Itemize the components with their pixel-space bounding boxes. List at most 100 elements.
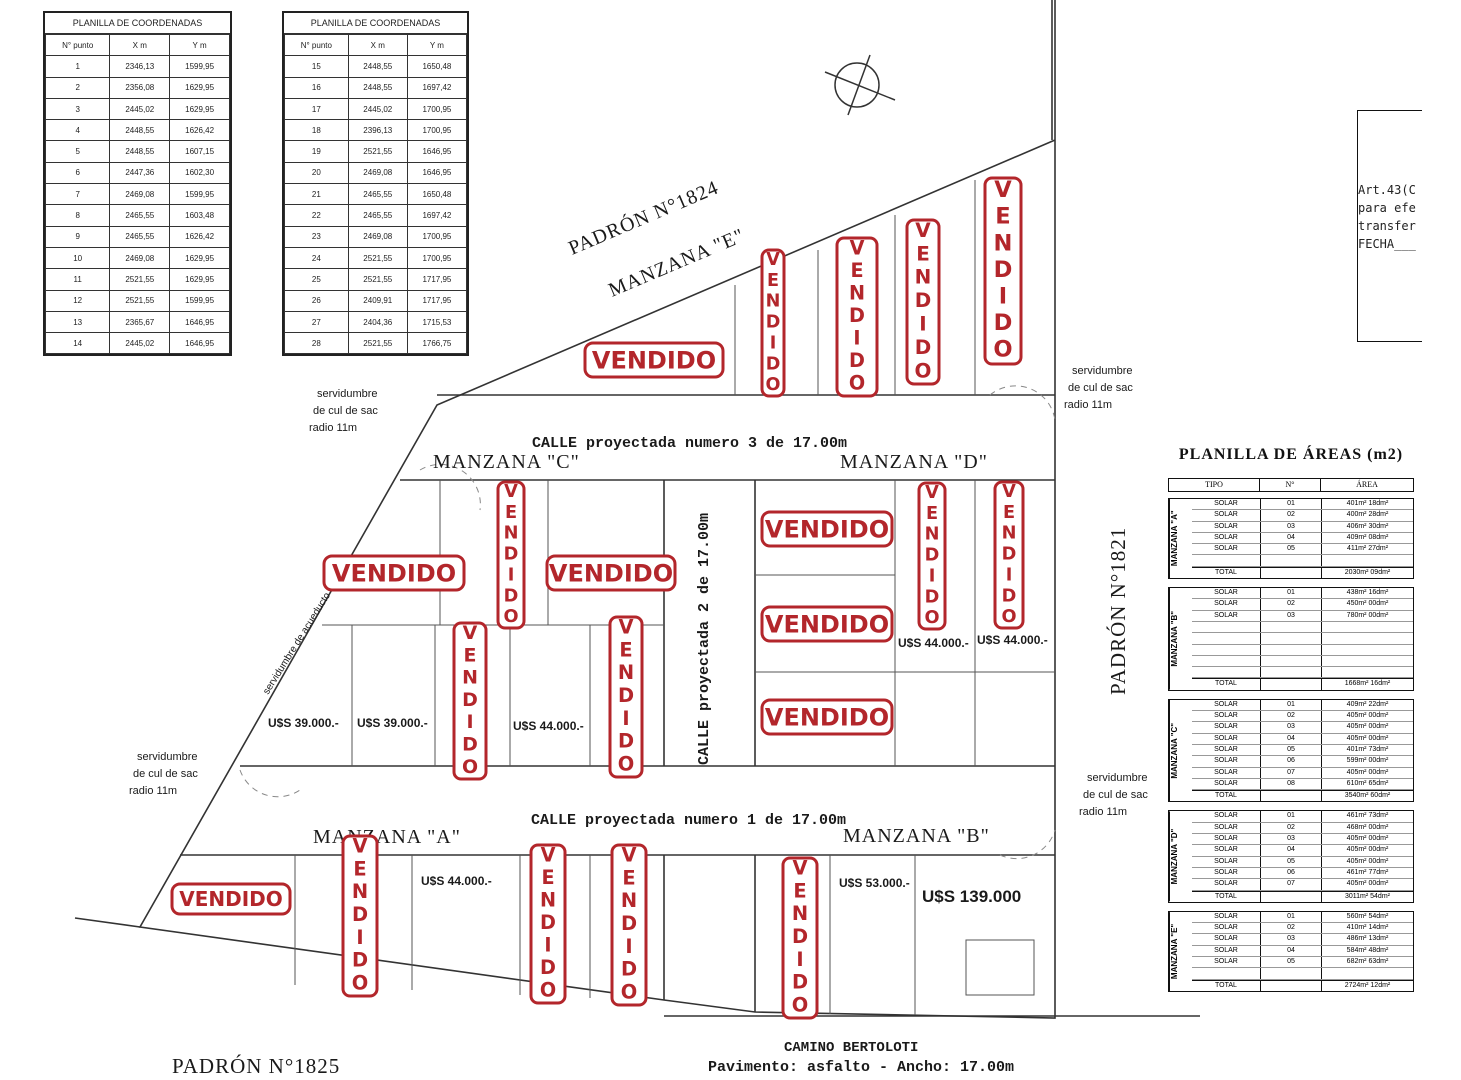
table-cell: 405m² 00dm² <box>1346 734 1389 742</box>
price-label: U$S 39.000.- <box>268 716 339 730</box>
table-cell: SOLAR <box>1192 911 1261 923</box>
price-label: U$S 44.000.- <box>898 636 969 650</box>
sold-stamp-letter: D <box>462 733 478 755</box>
total-label: TOTAL <box>1192 567 1261 579</box>
table-row <box>1192 555 1413 567</box>
sold-stamp-letter: V <box>925 483 939 503</box>
servidumbre-note: radio 11m <box>1079 806 1127 818</box>
sold-stamp-letter: I <box>544 934 551 957</box>
table-cell: 05 <box>1261 856 1322 867</box>
table-cell: 410m² 14dm² <box>1346 924 1389 932</box>
sold-stamp: VENDIDO <box>760 698 894 736</box>
table-cell: 04 <box>1261 945 1322 956</box>
table-cell: 1603,48 <box>169 204 230 227</box>
table-cell: SOLAR <box>1192 767 1261 778</box>
sold-stamp-letter: D <box>849 304 865 327</box>
table-cell: 02 <box>1261 711 1322 722</box>
sold-stamp-letter: N <box>621 889 637 912</box>
servidumbre-note: servidumbre <box>1072 365 1133 377</box>
table-cell: SOLAR <box>1192 856 1261 867</box>
sold-stamp-letter: E <box>926 504 938 524</box>
sold-stamp-letter: O <box>352 972 369 995</box>
sold-stamp-letter: O <box>792 994 809 1017</box>
sold-stamp-letter: N <box>792 902 808 925</box>
sold-stamp-letter: E <box>622 866 635 889</box>
table-cell: SOLAR <box>1192 699 1261 711</box>
table-row <box>1192 968 1413 980</box>
table-cell: 411m² 27dm² <box>1346 545 1389 553</box>
article-line: FECHA___ <box>1358 237 1416 251</box>
sold-stamp-letter: E <box>1003 503 1015 523</box>
sold-stamp: VENDIDO <box>983 176 1023 366</box>
table-cell: 405m² 00dm² <box>1346 880 1389 888</box>
sold-stamp-letter: N <box>925 525 940 545</box>
table-cell: 409m² 22dm² <box>1346 700 1389 708</box>
sold-stamp-letter: D <box>915 289 932 312</box>
sold-stamp-letter: V <box>994 177 1012 203</box>
sold-stamp: VENDIDO <box>545 554 677 592</box>
sold-stamp: VENDIDO <box>170 882 292 916</box>
areas-table: PLANILLA DE ÁREAS (m2) TIPO N° ÁREA MANZ… <box>1168 446 1414 1000</box>
table-cell: SOLAR <box>1192 956 1261 968</box>
table-cell: 405m² 00dm² <box>1346 723 1389 731</box>
servidumbre-note: servidumbre <box>317 388 378 400</box>
sold-stamp-letter: N <box>618 661 634 684</box>
table-cell: 04 <box>1261 845 1322 856</box>
sold-stamp-letter: D <box>352 949 368 972</box>
sold-stamp-letter: E <box>916 242 930 265</box>
table-row <box>1192 667 1413 679</box>
sold-stamp-letter: V <box>915 219 931 242</box>
table-cell: SOLAR <box>1192 610 1261 621</box>
table-cell: SOLAR <box>1192 711 1261 722</box>
table-cell: 400m² 28dm² <box>1346 511 1389 519</box>
sold-stamp-letter: N <box>766 292 781 312</box>
lot-lines <box>294 180 1055 1015</box>
sold-stamp: VENDIDO <box>452 621 488 781</box>
table-cell <box>1261 555 1322 566</box>
table-cell: 02 <box>1261 510 1322 521</box>
sold-stamp-text: VENDIDO <box>549 560 673 588</box>
table-cell: 560m² 54dm² <box>1346 912 1389 920</box>
table-row <box>1192 655 1413 668</box>
table-cell: 405m² 00dm² <box>1346 857 1389 865</box>
sold-stamp-letter: O <box>621 981 638 1004</box>
table-cell: SOLAR <box>1192 923 1261 934</box>
diagonal-line <box>74 917 141 928</box>
calle-3-label: CALLE proyectada numero 3 de 17.00m <box>532 435 847 452</box>
servidumbre-note: servidumbre <box>1087 772 1148 784</box>
acueducto-label: servidumbre de acueducto <box>261 590 333 696</box>
boundary-lines <box>74 0 1200 1019</box>
sold-stamp-letter: D <box>504 545 519 565</box>
calle-1-label: CALLE proyectada numero 1 de 17.00m <box>531 812 846 829</box>
total-value: 3011m² 54dm² <box>1344 892 1390 900</box>
table-cell: SOLAR <box>1192 499 1261 510</box>
sold-stamp-letter: V <box>850 236 865 259</box>
sold-stamp-letter: I <box>356 926 363 949</box>
table-cell <box>1192 968 1261 979</box>
table-cell: SOLAR <box>1192 934 1261 945</box>
table-cell: SOLAR <box>1192 834 1261 845</box>
table-cell: SOLAR <box>1192 756 1261 767</box>
table-cell: SOLAR <box>1192 599 1261 610</box>
sold-stamp-letter: N <box>849 281 865 304</box>
table-cell: SOLAR <box>1192 879 1261 890</box>
sold-stamp-letter: O <box>462 756 478 778</box>
sold-stamp-letter: V <box>1002 482 1016 502</box>
